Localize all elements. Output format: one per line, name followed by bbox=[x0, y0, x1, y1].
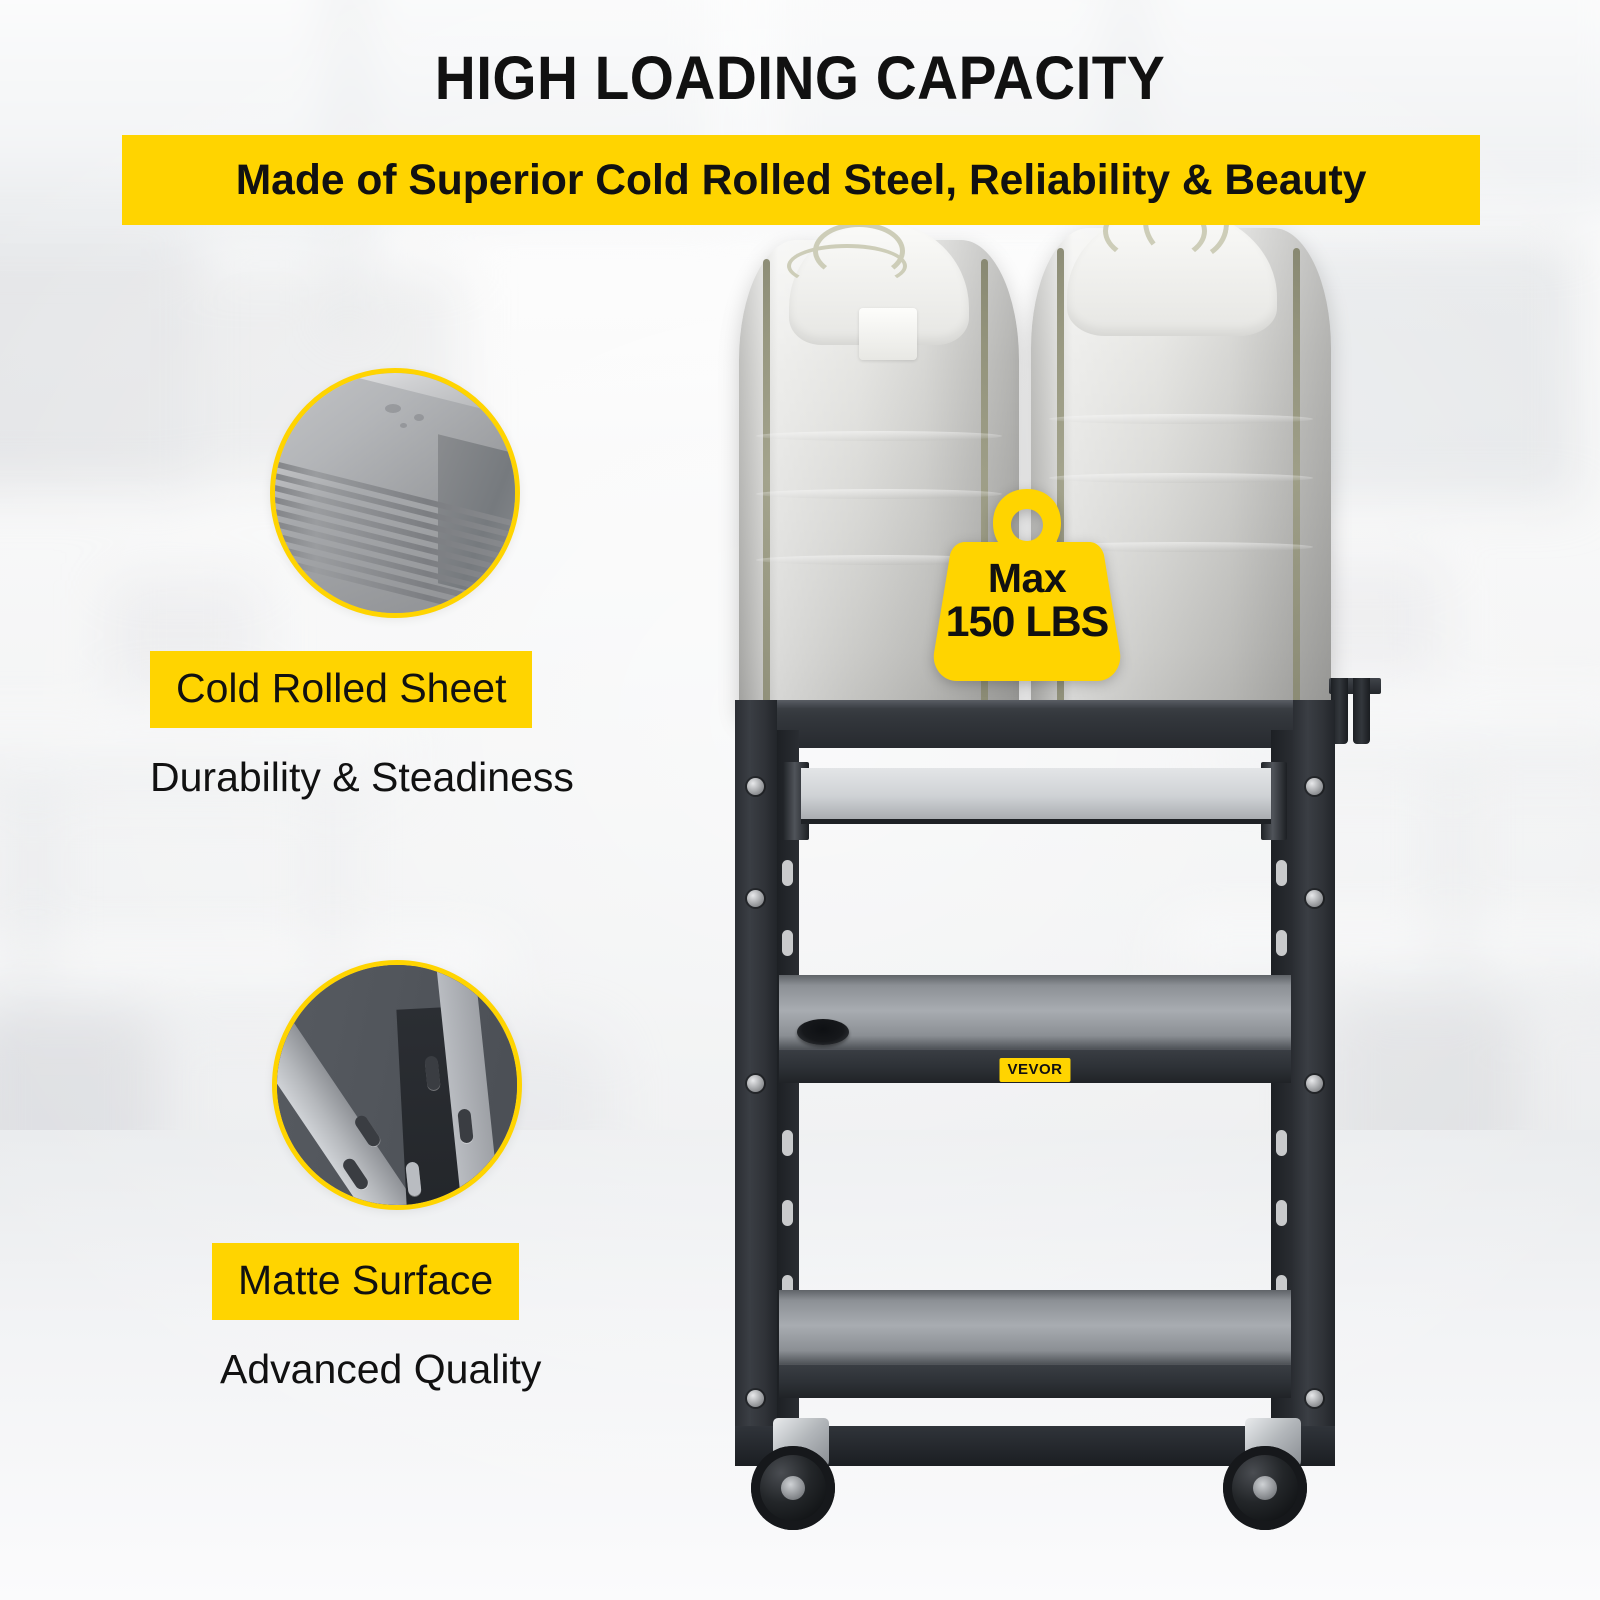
feature-sublabel-cold-rolled-sheet: Durability & Steadiness bbox=[150, 754, 574, 800]
page-title: HIGH LOADING CAPACITY bbox=[434, 44, 1166, 112]
subtitle-text: Made of Superior Cold Rolled Steel, Reli… bbox=[235, 155, 1367, 204]
cart-side-hook-bracket bbox=[1329, 678, 1387, 744]
sandbag-group bbox=[735, 178, 1335, 718]
caster-wheel-right bbox=[1223, 1418, 1319, 1530]
feature-label-matte-surface: Matte Surface bbox=[212, 1243, 520, 1320]
max-load-badge: Max 150 LBS bbox=[932, 487, 1122, 683]
vevor-logo-text: VEVOR bbox=[1007, 1061, 1063, 1078]
caster-wheel-left bbox=[751, 1418, 847, 1530]
feature-sublabel-matte-surface: Advanced Quality bbox=[220, 1346, 542, 1392]
cart-top-shelf bbox=[735, 700, 1335, 748]
cart-post-inner-left bbox=[777, 730, 799, 1450]
pullout-keyboard-tray[interactable] bbox=[801, 768, 1271, 824]
rolling-cart: VEVOR bbox=[735, 678, 1381, 1530]
sandbag-label-tag bbox=[859, 308, 917, 360]
vevor-brand-logo: VEVOR bbox=[999, 1058, 1071, 1082]
feature-matte-surface: Matte Surface Advanced Quality bbox=[152, 960, 541, 1393]
feature-cold-rolled-sheet: Cold Rolled Sheet Durability & Steadines… bbox=[150, 368, 574, 801]
cable-grommet-hole bbox=[797, 1019, 849, 1045]
cart-post-inner-right bbox=[1271, 730, 1293, 1450]
max-load-label: Max bbox=[987, 555, 1067, 601]
max-load-value: 150 LBS bbox=[945, 597, 1110, 646]
weight-icon bbox=[933, 489, 1121, 681]
cold-rolled-sheet-photo bbox=[270, 368, 520, 618]
feature-label-cold-rolled-sheet: Cold Rolled Sheet bbox=[150, 651, 533, 728]
header: HIGH LOADING CAPACITY Made of Superior C… bbox=[0, 0, 1600, 225]
sandbag-drawstring-left-2 bbox=[787, 244, 907, 288]
matte-surface-photo bbox=[272, 960, 522, 1210]
subtitle-banner: Made of Superior Cold Rolled Steel, Reli… bbox=[122, 135, 1480, 225]
